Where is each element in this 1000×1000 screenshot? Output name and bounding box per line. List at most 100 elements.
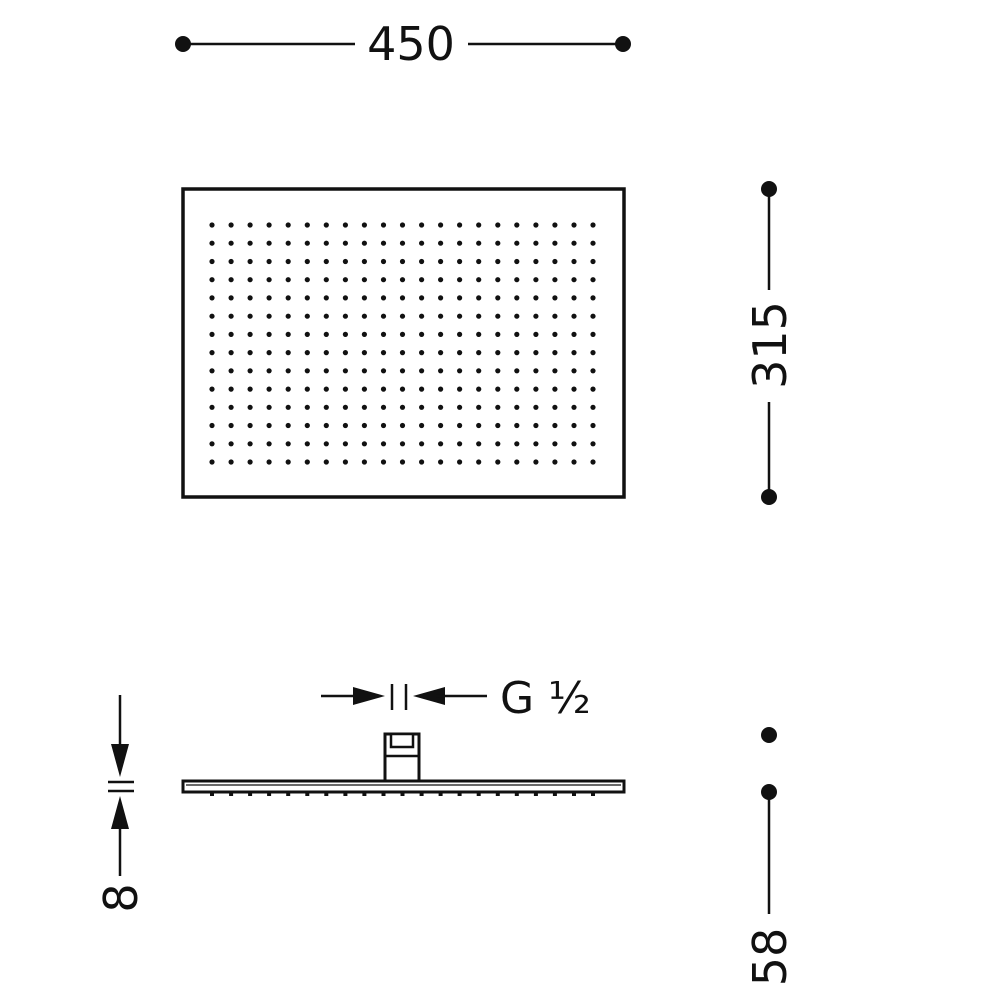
nozzle-dot bbox=[514, 404, 520, 410]
nozzle-dot bbox=[590, 368, 596, 374]
nozzle-dot bbox=[419, 422, 425, 429]
nozzle-dot bbox=[342, 240, 348, 246]
nozzle-dot bbox=[361, 258, 367, 265]
nozzle-grid bbox=[209, 222, 596, 465]
height-dimension-endpoint-top bbox=[761, 181, 777, 197]
plate-profile bbox=[181, 779, 626, 794]
nozzle-dot bbox=[457, 459, 463, 465]
nozzle-dot bbox=[495, 459, 501, 465]
nozzle-dot bbox=[247, 368, 253, 374]
side-nozzle-tip bbox=[400, 792, 405, 796]
nozzle-dot bbox=[323, 222, 329, 228]
nozzle-dot bbox=[552, 404, 558, 410]
nozzle-dot bbox=[209, 258, 215, 265]
side-nozzle-tip bbox=[591, 792, 595, 796]
nozzle-dot bbox=[571, 240, 577, 246]
nozzle-dot bbox=[304, 422, 310, 429]
nozzle-dot bbox=[285, 277, 291, 283]
nozzle-dot bbox=[380, 222, 387, 228]
nozzle-dot bbox=[361, 368, 367, 374]
nozzle-dot bbox=[380, 258, 387, 265]
nozzle-dot bbox=[361, 404, 367, 410]
nozzle-dot bbox=[209, 295, 215, 301]
nozzle-dot bbox=[285, 331, 291, 337]
nozzle-dot bbox=[304, 295, 310, 301]
nozzle-dot bbox=[476, 222, 482, 228]
nozzle-dot bbox=[514, 441, 520, 447]
nozzle-dot bbox=[399, 240, 406, 246]
overall-height-label: 58 bbox=[743, 928, 797, 987]
nozzle-dot bbox=[247, 277, 253, 283]
nozzle-dot bbox=[323, 295, 329, 301]
nozzle-dot bbox=[495, 368, 501, 374]
nozzle-dot bbox=[380, 313, 387, 319]
nozzle-dot bbox=[476, 404, 482, 410]
nozzle-dot bbox=[361, 350, 367, 356]
nozzle-dot bbox=[590, 422, 596, 429]
nozzle-dot bbox=[590, 331, 596, 337]
nozzle-dot bbox=[228, 422, 234, 429]
nozzle-dot bbox=[380, 441, 387, 447]
nozzle-dot bbox=[285, 313, 291, 319]
nozzle-dot bbox=[552, 422, 558, 429]
nozzle-dot bbox=[399, 331, 406, 337]
nozzle-dot bbox=[590, 258, 596, 265]
nozzle-dot bbox=[438, 277, 444, 283]
nozzle-dot bbox=[323, 240, 329, 246]
nozzle-dot bbox=[228, 258, 234, 265]
thickness-arrow-bottom-head bbox=[111, 796, 129, 829]
nozzle-dot bbox=[514, 350, 520, 356]
nozzle-dot bbox=[266, 258, 272, 265]
nozzle-dot bbox=[419, 258, 425, 265]
width-label: 450 bbox=[367, 17, 455, 71]
nozzle-dot bbox=[380, 350, 387, 356]
nozzle-dot bbox=[342, 404, 348, 410]
nozzle-dot bbox=[285, 295, 291, 301]
nozzle-dot bbox=[476, 331, 482, 337]
nozzle-dot bbox=[399, 222, 406, 228]
nozzle-dot bbox=[228, 441, 234, 447]
shower-head-side-view bbox=[181, 732, 626, 796]
nozzle-dot bbox=[457, 404, 463, 410]
nozzle-dot bbox=[342, 368, 348, 374]
side-nozzle-tip bbox=[495, 792, 500, 796]
thickness-arrow-top-head bbox=[111, 744, 129, 777]
nozzle-dot bbox=[533, 350, 539, 356]
nozzle-dot bbox=[571, 441, 577, 447]
nozzle-dot bbox=[342, 331, 348, 337]
nozzle-dot bbox=[266, 350, 272, 356]
nozzle-dot bbox=[514, 258, 520, 265]
nozzle-dot bbox=[361, 441, 367, 447]
thread-arrow-left-head bbox=[353, 687, 385, 705]
side-nozzle-tip bbox=[286, 792, 291, 796]
nozzle-dot bbox=[438, 295, 444, 301]
nozzle-dot bbox=[590, 222, 596, 228]
nozzle-dot bbox=[342, 222, 348, 228]
nozzle-dot bbox=[323, 422, 329, 429]
thread-label: G ½ bbox=[500, 673, 591, 724]
height-dimension-endpoint-bottom bbox=[761, 489, 777, 505]
nozzle-dot bbox=[495, 422, 501, 429]
nozzle-dot bbox=[285, 459, 291, 465]
side-nozzle-tip bbox=[210, 792, 214, 796]
nozzle-dot bbox=[209, 404, 215, 410]
width-dimension-endpoint-left bbox=[175, 36, 191, 52]
side-nozzle-row bbox=[210, 792, 595, 796]
nozzle-dot bbox=[323, 368, 329, 374]
nozzle-dot bbox=[438, 331, 444, 337]
nozzle-dot bbox=[266, 331, 272, 337]
nozzle-dot bbox=[438, 386, 444, 392]
nozzle-dot bbox=[419, 331, 425, 337]
nozzle-dot bbox=[323, 331, 329, 337]
nozzle-dot bbox=[266, 441, 272, 447]
nozzle-dot bbox=[552, 368, 558, 374]
nozzle-dot bbox=[399, 386, 406, 392]
nozzle-dot bbox=[476, 386, 482, 392]
nozzle-dot bbox=[323, 459, 329, 465]
nozzle-dot bbox=[438, 313, 444, 319]
nozzle-dot bbox=[457, 240, 463, 246]
nozzle-dot bbox=[228, 277, 234, 283]
nozzle-dot bbox=[380, 277, 387, 283]
nozzle-dot bbox=[457, 258, 463, 265]
nozzle-dot bbox=[342, 350, 348, 356]
